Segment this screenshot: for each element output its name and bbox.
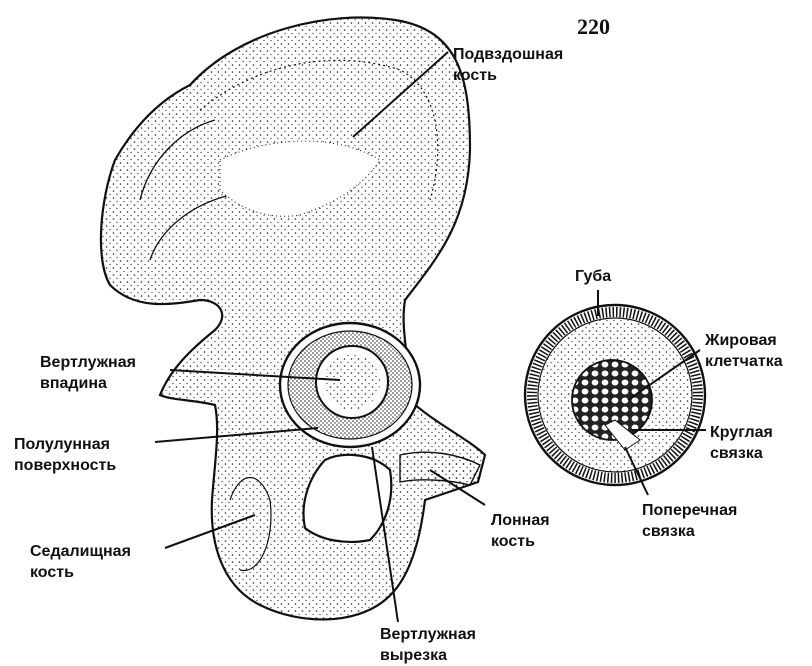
hip-bone-outline: [101, 18, 485, 620]
acetabulum-fossa-inner: [324, 354, 380, 410]
label-lunate-surface: Полулунная поверхность: [14, 434, 116, 476]
page-number: 220: [577, 14, 610, 40]
label-pubis: Лонная кость: [491, 510, 550, 552]
label-transverse-ligament: Поперечная связка: [642, 500, 737, 542]
label-round-ligament: Круглая связка: [710, 422, 773, 464]
label-acetabulum: Вертлужная впадина: [40, 352, 136, 394]
label-acetabular-notch: Вертлужная вырезка: [380, 624, 476, 666]
label-ischium: Седалищная кость: [30, 541, 131, 583]
label-ilium: Подвздошная кость: [453, 44, 563, 86]
label-fat-tissue: Жировая клетчатка: [705, 330, 783, 372]
label-labrum: Губа: [575, 266, 611, 287]
